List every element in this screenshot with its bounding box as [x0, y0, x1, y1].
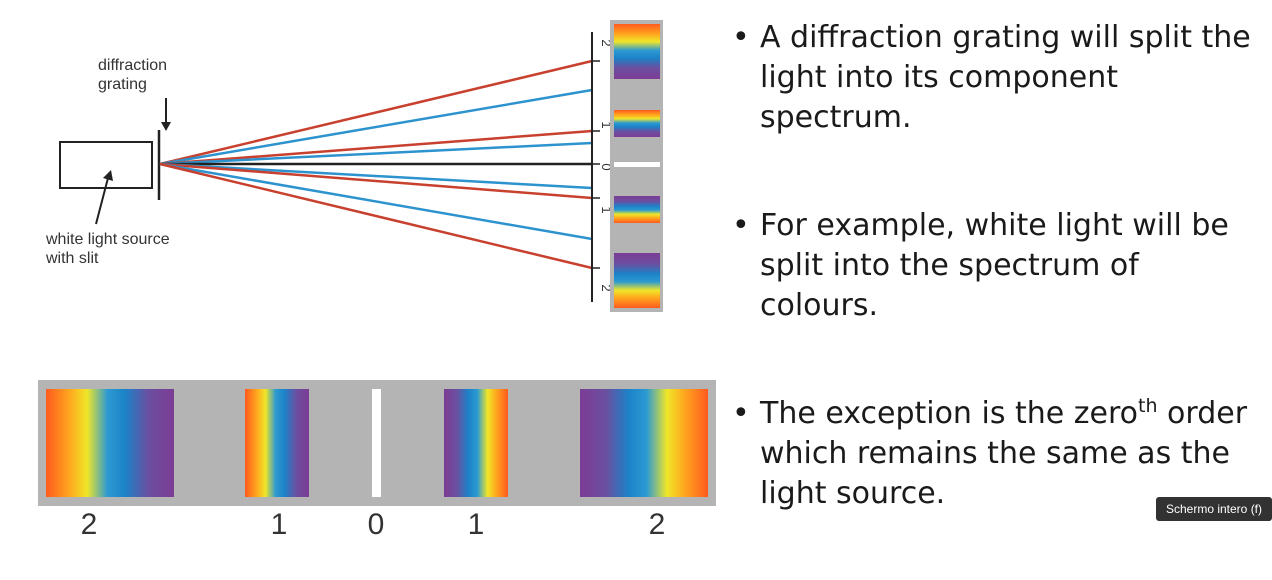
bullet-text: A diffraction grating will split the lig…: [760, 20, 1251, 135]
source-label-line1: white light source: [46, 231, 170, 248]
bullet-superscript: th: [1138, 395, 1158, 417]
spectrum-band-order-1-top: [614, 110, 660, 137]
strip-order-label: 1: [467, 508, 485, 541]
zero-order-band-vertical: [614, 162, 660, 167]
ray-order-2-lower-blue: [159, 162, 593, 241]
source-arrow: [95, 177, 109, 225]
bullet-text: The exception is the zeroth order which …: [760, 394, 1252, 514]
strip-band-order-2-left: [46, 389, 174, 497]
bullet-text: For example, white light will be split i…: [760, 208, 1229, 323]
grating-label-line2: grating: [98, 76, 147, 93]
bullet-item: • The exception is the zeroth order whic…: [732, 394, 1252, 514]
spectrum-band-order-2-top: [614, 24, 660, 79]
fullscreen-tooltip: Schermo intero (f): [1156, 497, 1272, 521]
ray-order-2-upper: [159, 59, 593, 166]
screen-order-label: 2: [599, 39, 614, 46]
spectrum-band-order-2-bottom: [614, 253, 660, 308]
bullet-text-pre: The exception is the zero: [760, 396, 1138, 431]
screen-order-label: 0: [599, 163, 614, 170]
bullet-dot-icon: •: [732, 208, 750, 243]
screen-order-label: 1: [599, 121, 614, 128]
bullet-dot-icon: •: [732, 396, 750, 431]
strip-order-label: 0: [367, 508, 385, 541]
spectrum-band-order-1-bottom: [614, 196, 660, 223]
screen-order-label: 1: [599, 206, 614, 213]
ray-order-1-lower: [159, 162, 593, 200]
zero-order-band-horizontal: [372, 389, 381, 497]
ray-order-2-lower: [159, 162, 593, 270]
strip-order-label: 2: [648, 508, 666, 541]
strip-band-order-1-right: [444, 389, 508, 497]
grating-arrowhead: [161, 122, 171, 131]
light-source-box: [59, 141, 153, 189]
strip-band-order-1-left: [245, 389, 309, 497]
strip-band-order-2-right: [580, 389, 708, 497]
grating-label-line1: diffraction: [98, 57, 168, 74]
diffraction-diagram: 2 1 0 1 2: [38, 20, 716, 506]
bullet-dot-icon: •: [732, 20, 750, 55]
source-label-line2: with slit: [46, 250, 99, 267]
ray-order-1-lower-blue: [159, 162, 593, 190]
bullet-item: • For example, white light will be split…: [732, 206, 1252, 326]
screen-order-label: 2: [599, 284, 614, 291]
ray-order-2-upper-blue: [159, 88, 593, 166]
ray-order-1-upper: [159, 129, 593, 166]
source-arrowhead: [103, 170, 113, 181]
strip-order-label: 2: [80, 508, 98, 541]
bullet-text-post: order which remains the same as the ligh…: [760, 396, 1248, 511]
bullet-item: • A diffraction grating will split the l…: [732, 18, 1252, 138]
ray-order-1-upper-blue: [159, 141, 593, 166]
strip-order-label: 1: [270, 508, 288, 541]
